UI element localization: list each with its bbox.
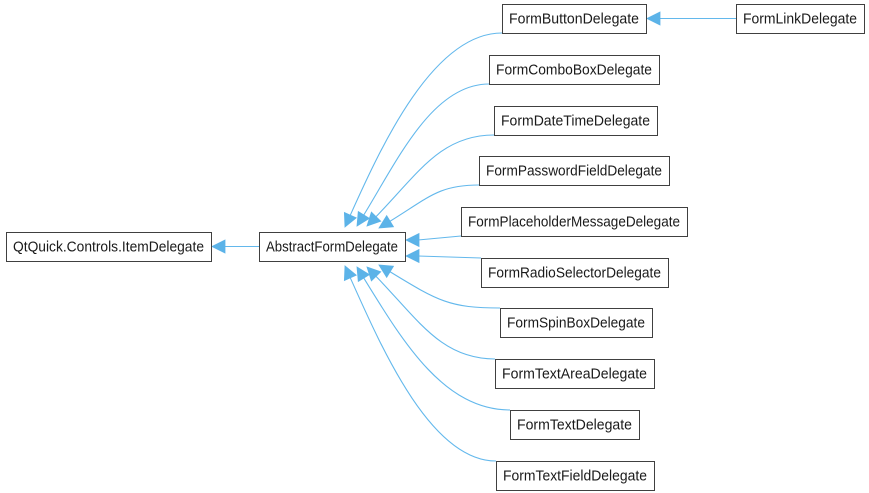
edge-arrowhead bbox=[343, 265, 357, 282]
edge-formtextareadelegate-to-abstractformdelegate bbox=[366, 266, 496, 360]
edge-arrowhead bbox=[356, 210, 371, 227]
edge-arrowhead bbox=[211, 239, 226, 254]
edge-formbuttondelegate-to-abstractformdelegate bbox=[343, 32, 503, 228]
node-box[interactable] bbox=[259, 232, 406, 262]
node-itemdelegate[interactable]: QtQuick.Controls.ItemDelegate bbox=[6, 232, 212, 262]
node-label: FormSpinBoxDelegate bbox=[507, 315, 645, 331]
node-box[interactable] bbox=[495, 359, 655, 389]
node-label: AbstractFormDelegate bbox=[266, 239, 398, 255]
node-box[interactable] bbox=[502, 4, 647, 34]
node-box[interactable] bbox=[510, 410, 640, 440]
edge-arrowhead bbox=[356, 266, 371, 283]
edge-arrowhead bbox=[343, 211, 357, 228]
node-abstractformdelegate[interactable]: AbstractFormDelegate bbox=[259, 232, 406, 262]
edges-layer bbox=[211, 11, 736, 462]
edge-arrowhead bbox=[405, 232, 420, 248]
edge-arrowhead bbox=[378, 264, 395, 279]
node-label: FormLinkDelegate bbox=[743, 11, 857, 27]
edge-formlinkdelegate-to-formbuttondelegate bbox=[646, 11, 736, 26]
node-box[interactable] bbox=[6, 232, 212, 262]
edge-line bbox=[362, 276, 511, 411]
node-formtextdelegate[interactable]: FormTextDelegate bbox=[510, 410, 640, 440]
edge-arrowhead bbox=[646, 11, 661, 26]
node-formradioselectordelegate[interactable]: FormRadioSelectorDelegate bbox=[481, 258, 669, 288]
node-formcomboboxdelegate[interactable]: FormComboBoxDelegate bbox=[489, 55, 660, 85]
edge-arrowhead bbox=[405, 248, 420, 264]
edge-formspinboxdelegate-to-abstractformdelegate bbox=[378, 264, 501, 309]
node-box[interactable] bbox=[496, 461, 655, 491]
node-box[interactable] bbox=[481, 258, 669, 288]
edge-arrowhead bbox=[366, 211, 382, 227]
node-box[interactable] bbox=[500, 308, 653, 338]
node-label: FormButtonDelegate bbox=[509, 11, 639, 27]
node-box[interactable] bbox=[489, 55, 660, 85]
edge-arrowhead bbox=[378, 214, 395, 229]
node-formlinkdelegate[interactable]: FormLinkDelegate bbox=[736, 4, 865, 34]
node-label: FormComboBoxDelegate bbox=[496, 62, 652, 78]
node-formtextfielddelegate[interactable]: FormTextFieldDelegate bbox=[496, 461, 655, 491]
edge-formpasswordfielddelegate-to-abstractformdelegate bbox=[378, 184, 480, 229]
node-label: FormPasswordFieldDelegate bbox=[486, 163, 662, 179]
node-label: FormTextFieldDelegate bbox=[503, 468, 647, 484]
node-formtextareadelegate[interactable]: FormTextAreaDelegate bbox=[495, 359, 655, 389]
edge-line bbox=[388, 184, 480, 223]
edge-line bbox=[417, 235, 462, 241]
node-formdatetimedelegate[interactable]: FormDateTimeDelegate bbox=[494, 106, 658, 136]
edge-line bbox=[374, 134, 495, 218]
node-box[interactable] bbox=[494, 106, 658, 136]
edge-formcomboboxdelegate-to-abstractformdelegate bbox=[356, 83, 490, 227]
node-label: QtQuick.Controls.ItemDelegate bbox=[13, 239, 204, 255]
node-formpasswordfielddelegate[interactable]: FormPasswordFieldDelegate bbox=[479, 156, 670, 186]
edge-formradioselectordelegate-to-abstractformdelegate bbox=[405, 248, 482, 264]
edge-arrowhead bbox=[366, 266, 382, 282]
node-formspinboxdelegate[interactable]: FormSpinBoxDelegate bbox=[500, 308, 653, 338]
node-formplaceholdermessagedelegate[interactable]: FormPlaceholderMessageDelegate bbox=[461, 207, 688, 237]
edge-formdatetimedelegate-to-abstractformdelegate bbox=[366, 134, 495, 227]
edge-formplaceholdermessagedelegate-to-abstractformdelegate bbox=[405, 232, 462, 248]
edge-abstractformdelegate-to-itemdelegate bbox=[211, 239, 259, 254]
edge-line bbox=[349, 32, 503, 217]
edge-line bbox=[349, 276, 497, 462]
node-label: FormRadioSelectorDelegate bbox=[488, 265, 661, 281]
edge-line bbox=[362, 83, 490, 217]
node-label: FormTextDelegate bbox=[517, 417, 632, 433]
node-label: FormPlaceholderMessageDelegate bbox=[468, 214, 680, 230]
node-label: FormTextAreaDelegate bbox=[502, 366, 647, 382]
edge-line bbox=[388, 270, 501, 309]
edge-formtextfielddelegate-to-abstractformdelegate bbox=[343, 265, 497, 462]
node-box[interactable] bbox=[736, 4, 865, 34]
node-formbuttondelegate[interactable]: FormButtonDelegate bbox=[502, 4, 647, 34]
node-label: FormDateTimeDelegate bbox=[501, 113, 650, 129]
edge-line bbox=[417, 255, 482, 259]
nodes-layer: QtQuick.Controls.ItemDelegate AbstractFor… bbox=[6, 4, 865, 491]
edge-line bbox=[374, 275, 496, 360]
node-box[interactable] bbox=[479, 156, 670, 186]
node-box[interactable] bbox=[461, 207, 688, 237]
edge-formtextdelegate-to-abstractformdelegate bbox=[356, 266, 511, 411]
